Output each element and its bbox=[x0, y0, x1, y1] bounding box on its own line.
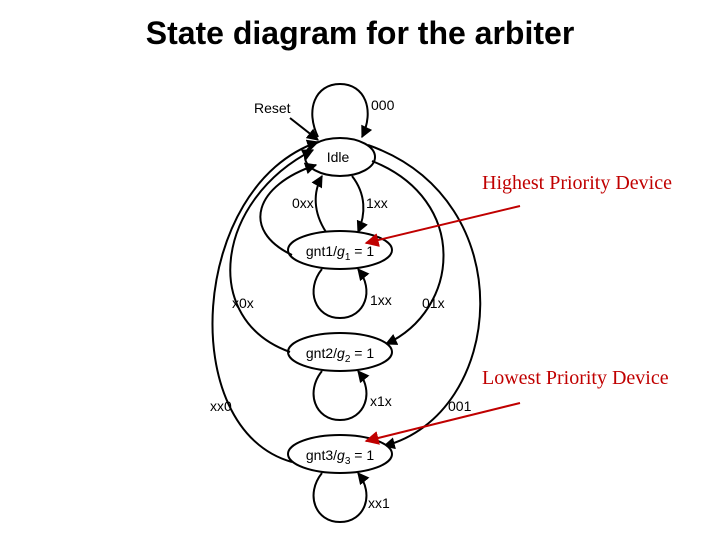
reset-label: Reset bbox=[254, 100, 291, 116]
gnt2-self-loop bbox=[312, 370, 370, 422]
edge-label-01x: 01x bbox=[422, 295, 445, 311]
edge-gnt1-exit-to-idle bbox=[259, 162, 318, 256]
edge-label-1xx-top: 1xx bbox=[366, 195, 388, 211]
edge-idle-to-gnt2 bbox=[371, 160, 445, 345]
annotation-lowest-priority: Lowest Priority Device bbox=[482, 367, 669, 389]
edge-gnt1-to-idle bbox=[311, 174, 327, 233]
edge-idle-to-gnt1 bbox=[351, 175, 368, 234]
state-gnt2-label: gnt2/g2 = 1 bbox=[306, 345, 374, 365]
edge-label-1xx-gnt1: 1xx bbox=[370, 292, 392, 308]
state-gnt1-label: gnt1/g1 = 1 bbox=[306, 243, 374, 263]
reset-arrow bbox=[289, 117, 319, 141]
gnt1-self-loop bbox=[312, 268, 370, 320]
annotation-highest-arrow bbox=[364, 205, 521, 247]
idle-self-loop bbox=[311, 82, 373, 139]
edge-gnt2-exit-to-idle bbox=[229, 149, 315, 353]
edge-label-x1x: x1x bbox=[370, 393, 392, 409]
edge-label-0xx: 0xx bbox=[292, 195, 314, 211]
state-idle-label: Idle bbox=[327, 149, 350, 165]
edge-idle-to-gnt3 bbox=[367, 144, 482, 450]
annotation-lowest-arrow bbox=[364, 402, 521, 445]
edge-label-001: 001 bbox=[448, 398, 472, 414]
idle-self-loop-label: 000 bbox=[371, 97, 395, 113]
annotation-highest-priority: Highest Priority Device bbox=[482, 172, 672, 194]
page-title: State diagram for the arbiter bbox=[146, 15, 575, 51]
state-gnt3-label: gnt3/g3 = 1 bbox=[306, 447, 374, 467]
edge-gnt3-exit-to-idle bbox=[211, 139, 320, 463]
edge-label-xx1: xx1 bbox=[368, 495, 390, 511]
gnt3-self-loop bbox=[312, 472, 370, 524]
